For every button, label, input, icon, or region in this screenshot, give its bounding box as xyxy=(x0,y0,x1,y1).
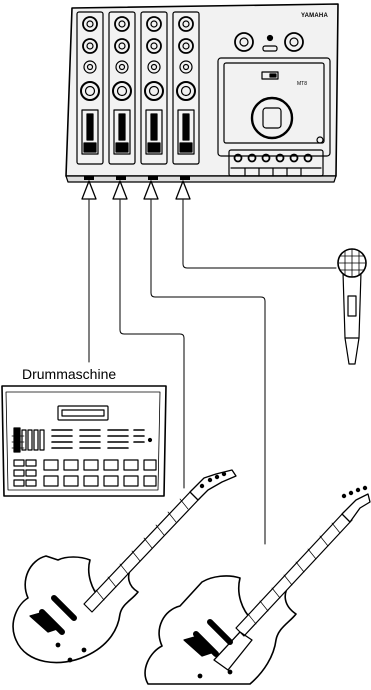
arrow-channel-2 xyxy=(113,181,127,199)
cable-guitar-right xyxy=(151,200,265,544)
arrow-channel-3 xyxy=(144,181,158,199)
arrow-channel-4 xyxy=(176,181,190,199)
drum-machine-label: Drummaschine xyxy=(22,366,116,382)
arrow-channel-1 xyxy=(82,181,96,199)
multitrack-recorder xyxy=(66,4,338,182)
drum-machine xyxy=(2,386,166,496)
input-arrows xyxy=(82,181,190,199)
microphone xyxy=(338,249,366,364)
cable-microphone xyxy=(183,200,336,268)
mixer-brand-label: YAMAHA xyxy=(301,13,328,19)
mixer-model-label: MT8 xyxy=(297,81,307,87)
